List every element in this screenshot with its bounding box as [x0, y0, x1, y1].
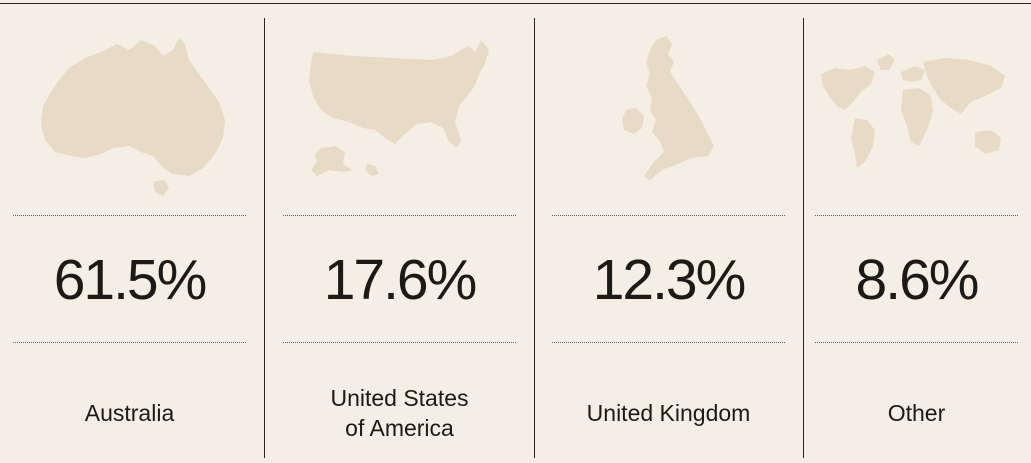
dotted-rule-top: [283, 215, 516, 216]
column-divider: [264, 18, 265, 458]
top-rule: [0, 3, 1031, 4]
dotted-rule-bottom: [815, 342, 1018, 343]
dotted-rule-top: [552, 215, 785, 216]
country-label-line-1: United States: [330, 385, 469, 411]
country-label-text: United States of America: [330, 383, 468, 443]
world-map-icon: [815, 30, 1018, 198]
stat-card-other: 8.6% Other: [815, 18, 1018, 458]
percent-value: 17.6%: [323, 248, 478, 312]
stat-card-uk: 12.3% United Kingdom: [552, 18, 785, 458]
stat-card-usa: 17.6% United States of America: [283, 18, 516, 458]
dotted-rule-bottom: [283, 342, 516, 343]
percent-value: 12.3%: [592, 248, 747, 312]
column-divider: [803, 18, 804, 458]
dotted-rule-bottom: [552, 342, 785, 343]
percent-value: 61.5%: [53, 248, 208, 312]
country-label-text: Australia: [84, 400, 175, 426]
australia-map-icon: [13, 30, 246, 198]
country-label: United States of America: [283, 358, 516, 463]
column-divider: [534, 18, 535, 458]
dotted-rule-bottom: [13, 342, 246, 343]
dotted-rule-top: [815, 215, 1018, 216]
usa-map-icon: [283, 30, 516, 198]
uk-map-icon: [552, 30, 785, 198]
stat-card-australia: 61.5% Australia: [13, 18, 246, 458]
country-label-line-2: of America: [345, 415, 454, 441]
country-label-text: Other: [887, 400, 946, 426]
country-label: Other: [815, 358, 1018, 463]
percent-value: 8.6%: [855, 248, 980, 312]
dotted-rule-top: [13, 215, 246, 216]
country-label: Australia: [13, 358, 246, 463]
country-label-text: United Kingdom: [586, 400, 751, 426]
country-label: United Kingdom: [552, 358, 785, 463]
